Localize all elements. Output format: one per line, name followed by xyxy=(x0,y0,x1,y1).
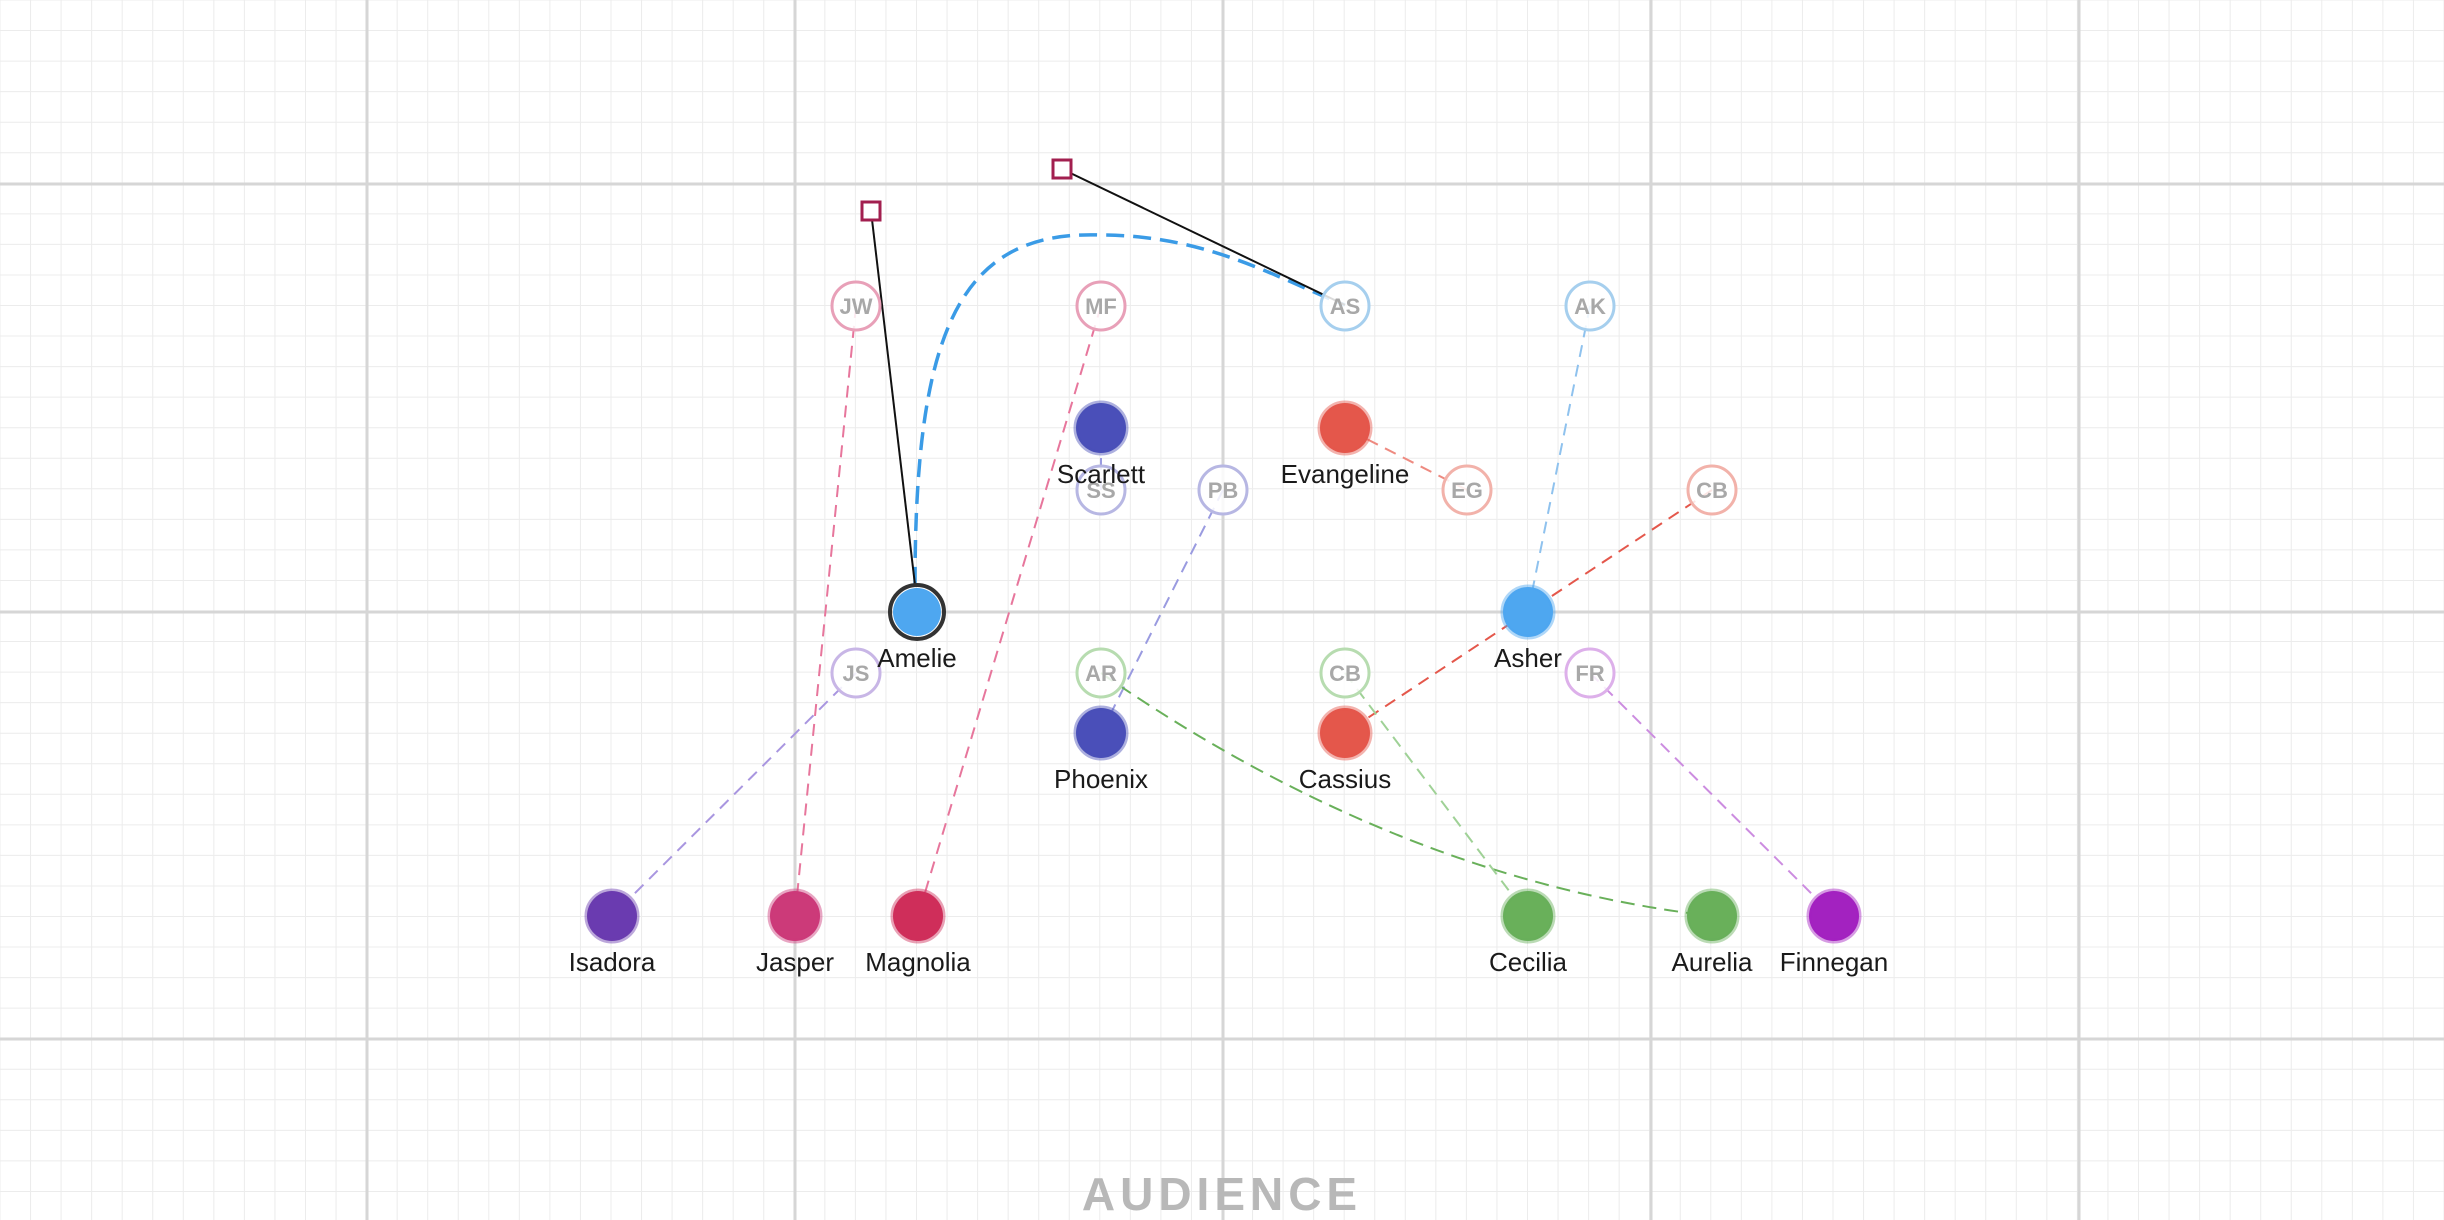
ghost-position-js[interactable]: JS xyxy=(830,647,882,699)
dancer-name: Cassius xyxy=(1299,764,1391,794)
dancer-marker xyxy=(584,888,640,944)
dancer-cassius[interactable]: Cassius xyxy=(1299,705,1391,794)
selection-ring xyxy=(888,583,946,641)
ghost-initials: AK xyxy=(1574,294,1606,319)
dancer-amelie[interactable]: Amelie xyxy=(877,583,957,673)
previous-positions: JW MF AS AK SS PB EG CB JS AR CB FR xyxy=(830,280,1738,699)
ghost-marker xyxy=(1686,464,1738,516)
selected-transition-path[interactable] xyxy=(860,158,1346,586)
ghost-initials: MF xyxy=(1085,294,1117,319)
amelie-transition-curve[interactable] xyxy=(913,233,1346,586)
ghost-marker xyxy=(1564,647,1616,699)
dancer-name: Aurelia xyxy=(1672,947,1753,977)
ghost-position-fr[interactable]: FR xyxy=(1564,647,1616,699)
dancer-magnolia[interactable]: Magnolia xyxy=(865,888,971,977)
ghost-marker xyxy=(1075,464,1127,516)
ghost-initials: CB xyxy=(1329,661,1361,686)
ghost-marker xyxy=(1197,464,1249,516)
ghost-initials: JW xyxy=(840,294,873,319)
audience-label: AUDIENCE xyxy=(1082,1168,1362,1220)
ghost-initials: FR xyxy=(1575,661,1604,686)
ghost-marker xyxy=(830,280,882,332)
ghost-marker xyxy=(830,647,882,699)
ghost-initials: EG xyxy=(1451,478,1483,503)
path-ak-to-asher xyxy=(1527,305,1591,613)
ghost-position-cb1[interactable]: CB xyxy=(1686,464,1738,516)
path-mf-to-magnolia xyxy=(917,305,1102,917)
path-ar-to-aurelia xyxy=(1100,672,1713,917)
ghost-marker xyxy=(1319,647,1371,699)
ghost-marker xyxy=(1319,280,1371,332)
dancer-marker xyxy=(1073,400,1129,456)
ghost-marker xyxy=(1564,280,1616,332)
ghost-initials: AR xyxy=(1085,661,1117,686)
ghost-position-ar[interactable]: AR xyxy=(1075,647,1127,699)
ghost-position-ss[interactable]: SS xyxy=(1075,464,1127,516)
dancer-name: Asher xyxy=(1494,643,1562,673)
dancer-finnegan[interactable]: Finnegan xyxy=(1780,888,1888,977)
dancer-marker xyxy=(1500,584,1556,640)
dancer-marker xyxy=(890,888,946,944)
dancer-cecilia[interactable]: Cecilia xyxy=(1489,888,1568,977)
dancer-marker xyxy=(1500,888,1556,944)
ghost-position-pb[interactable]: PB xyxy=(1197,464,1249,516)
dancer-marker xyxy=(893,588,941,636)
ghost-marker xyxy=(1075,647,1127,699)
dancer-isadora[interactable]: Isadora xyxy=(569,888,656,977)
dancer-asher[interactable]: Asher xyxy=(1494,584,1562,673)
dancer-marker xyxy=(1317,400,1373,456)
bezier-handle-line-start xyxy=(870,210,916,586)
ghost-initials: AS xyxy=(1330,294,1361,319)
dancer-marker xyxy=(1806,888,1862,944)
path-pb-to-phoenix xyxy=(1100,489,1224,734)
ghost-initials: JS xyxy=(843,661,870,686)
dancer-name: Phoenix xyxy=(1054,764,1148,794)
bezier-handle-line-end xyxy=(1061,168,1346,306)
path-js-to-isadora xyxy=(611,672,857,917)
ghost-marker xyxy=(1441,464,1493,516)
dancer-marker xyxy=(1684,888,1740,944)
dancer-name: Cecilia xyxy=(1489,947,1568,977)
dancer-marker xyxy=(1317,705,1373,761)
dancer-name: Scarlett xyxy=(1057,459,1146,489)
ghost-position-cb2[interactable]: CB xyxy=(1319,647,1371,699)
dancer-name: Magnolia xyxy=(865,947,971,977)
dancer-name: Evangeline xyxy=(1281,459,1410,489)
dancer-scarlett[interactable]: Scarlett xyxy=(1057,400,1146,489)
path-cb2-to-cecilia xyxy=(1344,672,1529,917)
ghost-position-as[interactable]: AS xyxy=(1319,280,1371,332)
dancer-phoenix[interactable]: Phoenix xyxy=(1054,705,1148,794)
dancer-marker xyxy=(767,888,823,944)
bezier-control-handle-end[interactable] xyxy=(1051,158,1073,180)
ghost-position-eg[interactable]: EG xyxy=(1441,464,1493,516)
ghost-marker xyxy=(1075,280,1127,332)
ghost-position-jw[interactable]: JW xyxy=(830,280,882,332)
ghost-position-ak[interactable]: AK xyxy=(1564,280,1616,332)
path-fr-to-finnegan xyxy=(1589,672,1835,917)
ghost-initials: CB xyxy=(1696,478,1728,503)
dancer-jasper[interactable]: Jasper xyxy=(756,888,834,977)
dancer-aurelia[interactable]: Aurelia xyxy=(1672,888,1753,977)
dancer-evangeline[interactable]: Evangeline xyxy=(1281,400,1410,489)
dancer-name: Jasper xyxy=(756,947,834,977)
ghost-initials: SS xyxy=(1086,478,1115,503)
ghost-position-mf[interactable]: MF xyxy=(1075,280,1127,332)
dancer-name: Isadora xyxy=(569,947,656,977)
bezier-control-handle-start[interactable] xyxy=(860,200,882,222)
path-jw-to-jasper xyxy=(794,305,857,917)
dancer-name: Amelie xyxy=(877,643,956,673)
dancer-name: Finnegan xyxy=(1780,947,1888,977)
ghost-initials: PB xyxy=(1208,478,1239,503)
dancer-marker xyxy=(1073,705,1129,761)
